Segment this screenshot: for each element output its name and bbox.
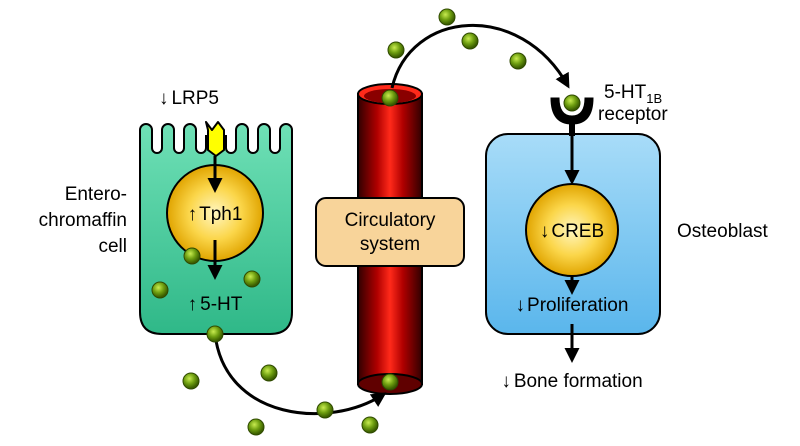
circulatory-label-line1: Circulatory: [345, 210, 436, 231]
proliferation-label: ↓Proliferation: [516, 295, 629, 316]
ec-label-line2: chromaffin: [39, 210, 127, 231]
receptor-label: 5-HT1B: [604, 82, 662, 106]
ec-label-line3: cell: [98, 236, 127, 257]
serotonin-particle: [361, 416, 379, 434]
bone-formation-label: ↓Bone formation: [501, 371, 642, 392]
serotonin-particle: [260, 364, 278, 382]
serotonin-particle: [563, 94, 581, 112]
serotonin-particle: [438, 8, 456, 26]
lrp5-receptor: [205, 121, 225, 157]
ht1b-receptor: [550, 97, 594, 125]
serotonin-particle: [183, 247, 201, 265]
osteoblast-label: Osteoblast: [677, 221, 769, 242]
serotonin-particle: [151, 281, 169, 299]
tph1-label: ↑Tph1: [188, 204, 243, 225]
serotonin-particle: [316, 401, 334, 419]
serotonin-particle: [387, 41, 405, 59]
circulatory-box: [315, 197, 465, 267]
lrp5-label: ↓LRP5: [159, 88, 219, 109]
serotonin-label: ↑5-HT: [188, 294, 243, 315]
release-curve-arrow: [213, 333, 387, 416]
serotonin-particle: [381, 373, 399, 391]
ec-label-line1: Entero-: [65, 184, 127, 205]
serotonin-particle: [381, 89, 399, 107]
serotonin-particle: [461, 32, 479, 50]
serotonin-particle: [182, 372, 200, 390]
creb-label: ↓CREB: [540, 221, 604, 242]
ht1b-receptor-stem: [569, 122, 575, 136]
serotonin-particle: [247, 418, 265, 436]
serotonin-particle: [243, 270, 261, 288]
transport-curve-arrow: [390, 23, 570, 89]
receptor-word-label: receptor: [598, 104, 668, 125]
circulatory-label-line2: system: [360, 234, 420, 255]
serotonin-particles: [151, 8, 581, 436]
serotonin-particle: [206, 325, 224, 343]
serotonin-particle: [509, 52, 527, 70]
